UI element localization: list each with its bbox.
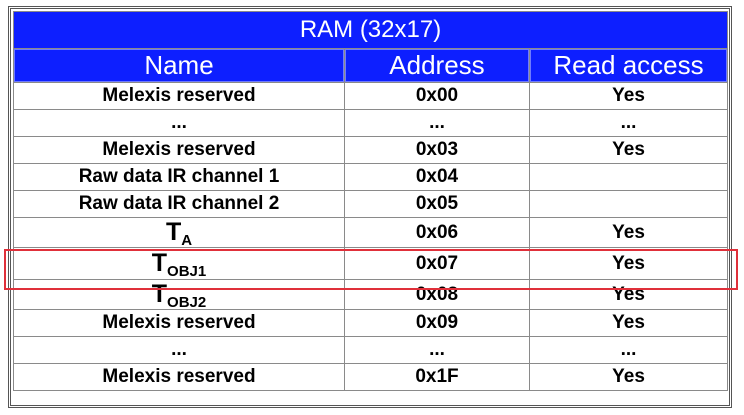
row-address: 0x09 [344,309,530,337]
row-address: 0x08 [344,279,530,310]
row-name-main: T [151,280,168,309]
row-read-access: Yes [528,247,729,280]
row-address: 0x1F [344,363,530,391]
row-address: ... [344,336,530,364]
row-name: TOBJ2 [13,279,345,310]
table-row-highlighted: TOBJ1 0x07 Yes [13,247,729,280]
column-header-name: Name [13,48,345,83]
row-read-access: Yes [528,363,729,391]
table-title-row: RAM (32x17) [12,11,729,49]
row-read-access: Yes [528,82,729,110]
table-row: Raw data IR channel 2 0x05 [13,190,729,218]
table-title: RAM (32x17) [12,11,729,49]
ram-table-frame: RAM (32x17) Name Address Read access Mel… [8,6,732,408]
row-address: 0x04 [344,163,530,191]
row-name-main: T [165,218,182,247]
row-name-subscript: OBJ1 [167,263,207,280]
row-name: Melexis reserved [13,136,345,164]
row-read-access: Yes [528,217,729,248]
table-row: Raw data IR channel 1 0x04 [13,163,729,191]
row-name: TOBJ1 [13,247,345,280]
row-name: ... [13,109,345,137]
row-read-access: ... [528,109,729,137]
ram-table: RAM (32x17) Name Address Read access Mel… [12,11,729,391]
row-address: 0x07 [344,247,530,280]
row-name: Raw data IR channel 1 [13,163,345,191]
row-name: Raw data IR channel 2 [13,190,345,218]
table-row: TOBJ2 0x08 Yes [13,279,729,310]
row-read-access: Yes [528,309,729,337]
table-row: ... ... ... [13,336,729,364]
row-name-main: T [151,249,168,277]
row-name: ... [13,336,345,364]
table-row: Melexis reserved 0x09 Yes [13,309,729,337]
row-name: Melexis reserved [13,363,345,391]
row-name: Melexis reserved [13,309,345,337]
row-address: 0x06 [344,217,530,248]
table-row: ... ... ... [13,109,729,137]
table-row: Melexis reserved 0x03 Yes [13,136,729,164]
row-read-access: ... [528,336,729,364]
table-row: TA 0x06 Yes [13,217,729,248]
column-header-row: Name Address Read access [13,48,729,83]
row-address: ... [344,109,530,137]
row-read-access: Yes [528,136,729,164]
table-row: Melexis reserved 0x1F Yes [13,363,729,391]
row-address: 0x00 [344,82,530,110]
table-row: Melexis reserved 0x00 Yes [13,82,729,110]
row-read-access: Yes [528,279,729,310]
row-read-access [528,190,729,218]
row-address: 0x05 [344,190,530,218]
row-address: 0x03 [344,136,530,164]
row-name-subscript: A [181,232,193,248]
row-name: TA [13,217,345,248]
column-header-read-access: Read access [528,48,729,83]
row-name: Melexis reserved [13,82,345,110]
column-header-address: Address [344,48,530,83]
row-read-access [528,163,729,191]
row-name-subscript: OBJ2 [167,294,207,310]
